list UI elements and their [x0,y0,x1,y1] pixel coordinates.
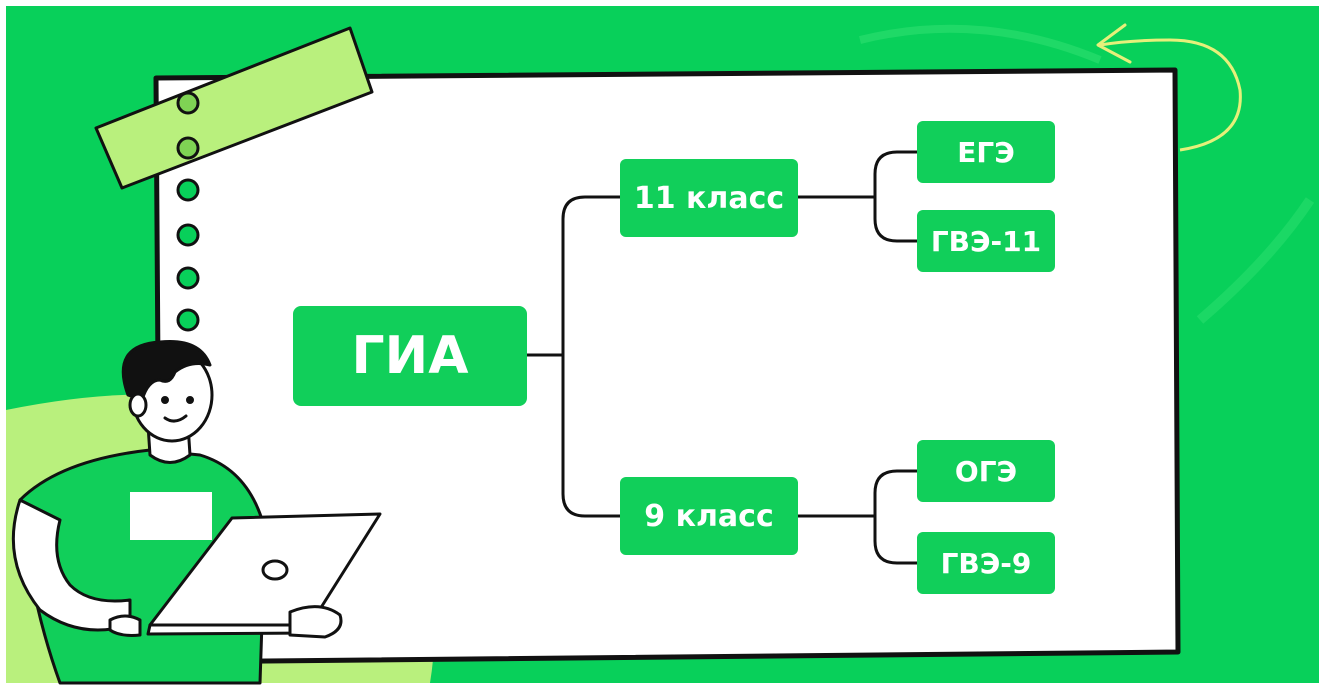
node-gia: ГИА [293,306,527,406]
node-ege: ЕГЭ [917,121,1055,183]
node-11-class: 11 класс [620,159,798,237]
decor-streak [859,24,1102,64]
arrow-head-icon [1096,23,1132,64]
decor-streak [1196,197,1315,324]
node-gve-9: ГВЭ-9 [917,532,1055,594]
student-character [11,339,382,685]
node-oge: ОГЭ [917,440,1055,502]
node-9-class: 9 класс [620,477,798,555]
tape [94,26,374,190]
curly-arrow-icon [1099,38,1242,152]
binder-rings [176,91,200,332]
connectors [527,150,917,565]
node-gve-11: ГВЭ-11 [917,210,1055,272]
